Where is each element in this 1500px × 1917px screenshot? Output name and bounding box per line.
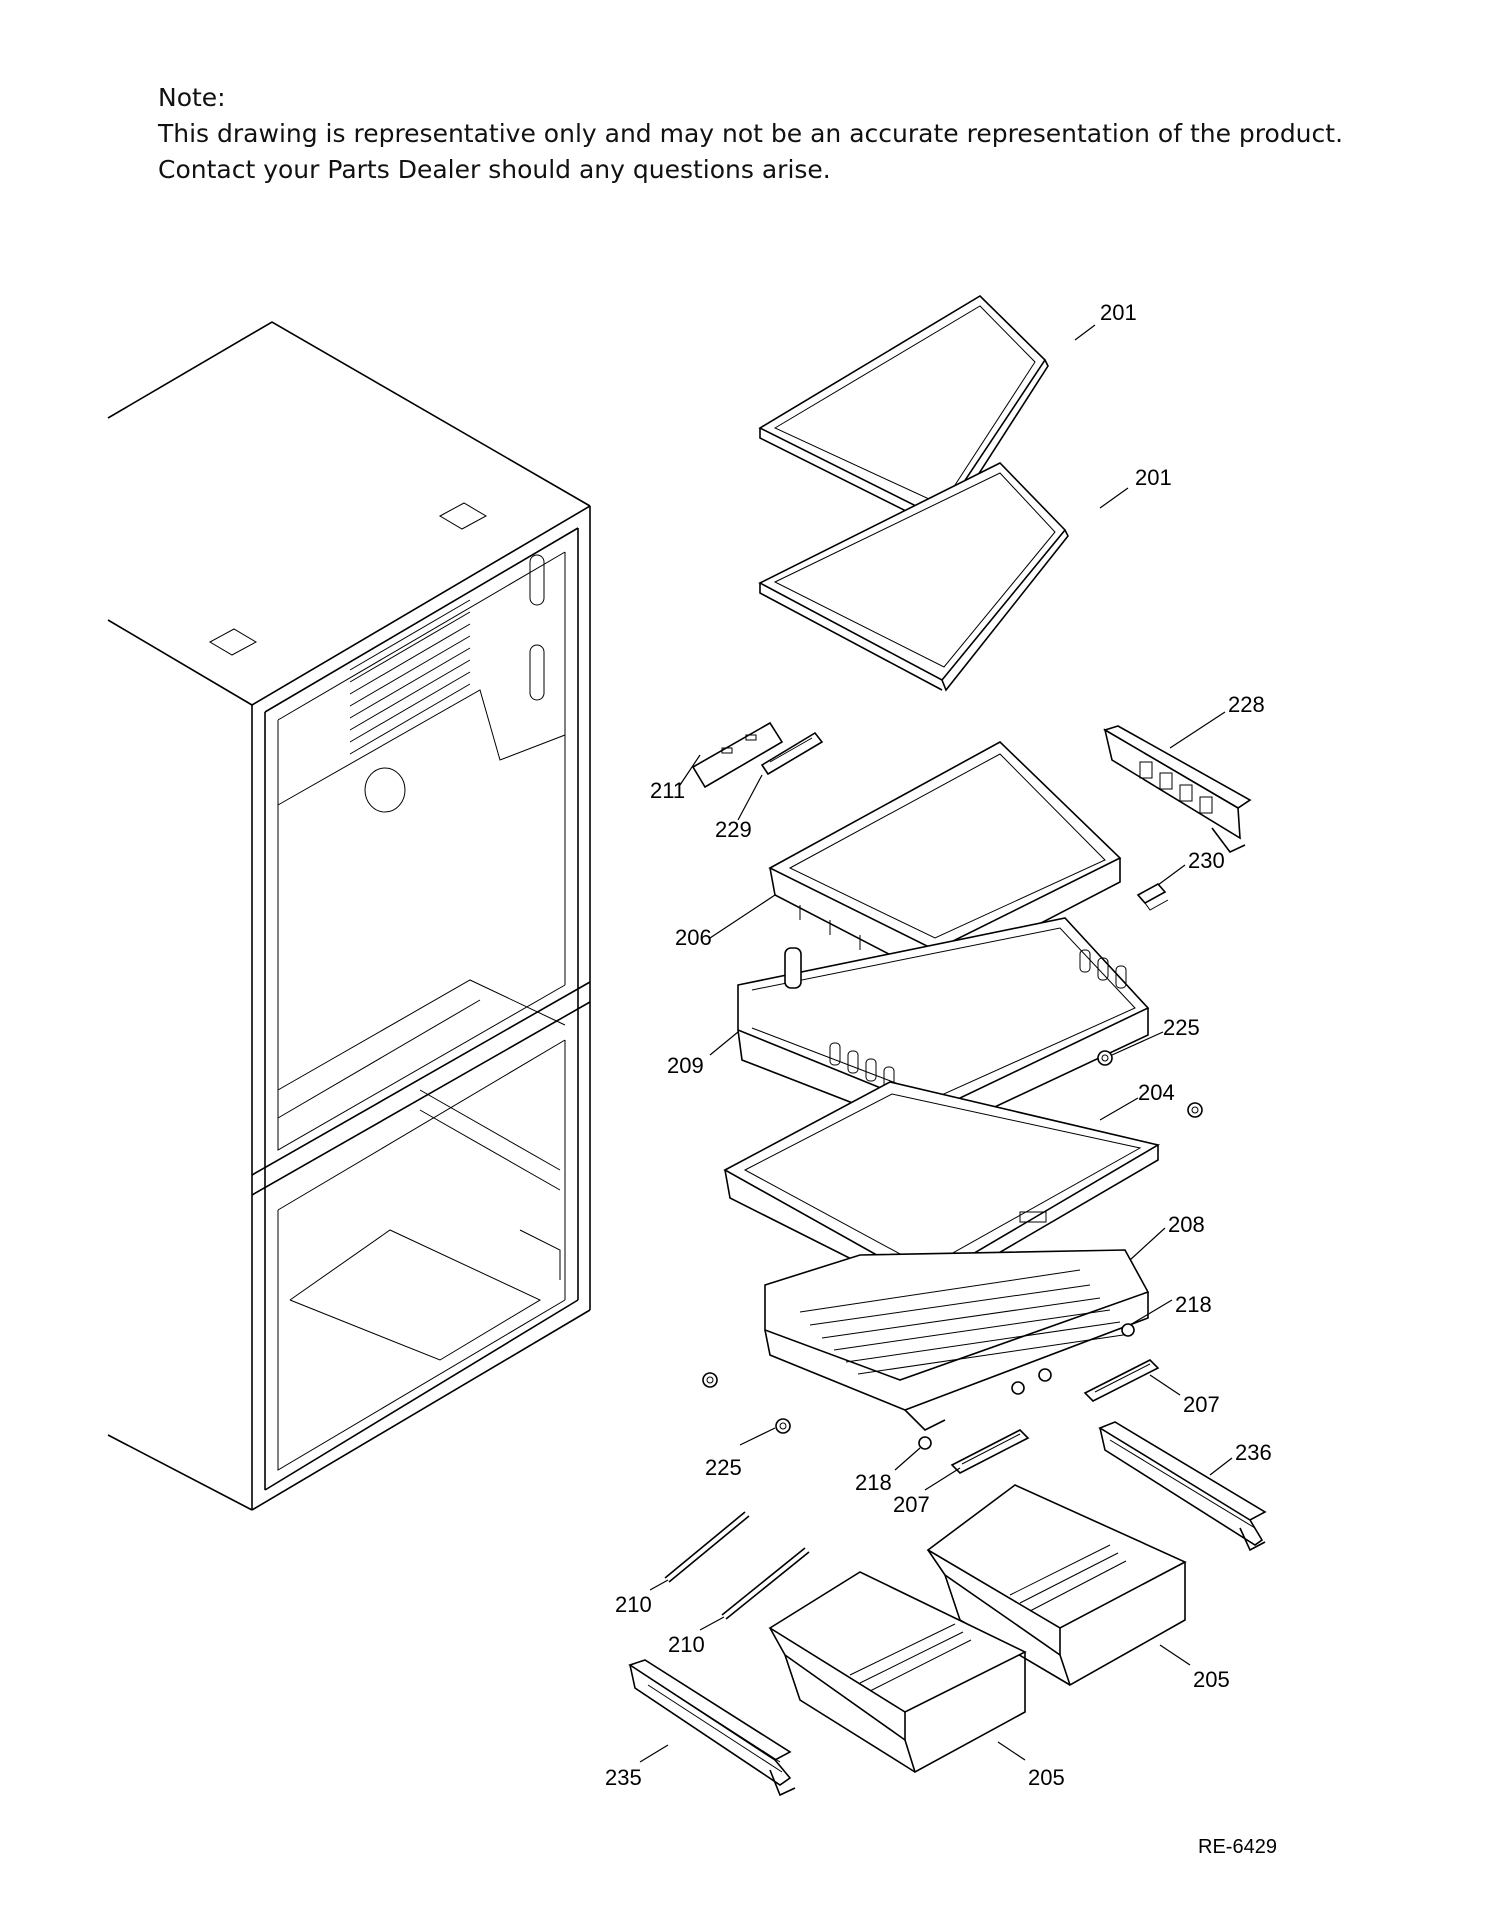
- callout-201-upper: 201: [1100, 300, 1137, 325]
- bracket-211: [691, 721, 784, 789]
- clip-230: [1136, 882, 1169, 911]
- glass-shelf-upper: [758, 294, 1049, 530]
- bin-205-left: [768, 1571, 1027, 1774]
- callout-235: 235: [605, 1765, 642, 1790]
- note-heading: Note:: [158, 83, 226, 112]
- callout-207-right: 207: [1183, 1392, 1220, 1417]
- crisper-pan-209: [737, 917, 1150, 1137]
- leader-lines: [639, 324, 1233, 1763]
- callout-225-lower: 225: [705, 1455, 742, 1480]
- refrigerator-cabinet: [107, 321, 591, 1511]
- callout-230: 230: [1188, 848, 1225, 873]
- callout-210-upper: 210: [615, 1592, 652, 1617]
- rail-207-right: [1083, 1359, 1160, 1402]
- callout-207-left: 207: [893, 1492, 930, 1517]
- crisper-cover-206: [768, 741, 1122, 980]
- callout-204: 204: [1138, 1080, 1175, 1105]
- rod-210-lower: [721, 1547, 810, 1620]
- callout-225-upper: 225: [1163, 1015, 1200, 1040]
- disclaimer-note: Note: This drawing is representative onl…: [158, 80, 1358, 188]
- cover-204: [723, 1081, 1161, 1298]
- callout-205-right: 205: [1193, 1667, 1230, 1692]
- roller-225-lower: [702, 1372, 791, 1434]
- roller-225-upper: [1097, 1050, 1203, 1118]
- callout-201-lower: 201: [1135, 465, 1172, 490]
- callout-218-left: 218: [855, 1470, 892, 1495]
- callout-236: 236: [1235, 1440, 1272, 1465]
- callout-228: 228: [1228, 692, 1265, 717]
- callout-206: 206: [675, 925, 712, 950]
- callout-209: 209: [667, 1053, 704, 1078]
- bin-205-right: [926, 1484, 1187, 1687]
- screw-218: [918, 1323, 1135, 1450]
- rail-207-left: [950, 1429, 1030, 1474]
- callout-210-lower: 210: [668, 1632, 705, 1657]
- callout-218-right: 218: [1175, 1292, 1212, 1317]
- callout-229: 229: [715, 817, 752, 842]
- slide-235: [628, 1659, 796, 1797]
- document-id: RE-6429: [1198, 1836, 1277, 1858]
- callout-205-left: 205: [1028, 1765, 1065, 1790]
- note-line-1: This drawing is representative only and …: [158, 119, 1344, 148]
- glass-shelf-lower: [758, 462, 1069, 692]
- divider-228: [1103, 725, 1252, 853]
- freezer-basket-208: [764, 1249, 1150, 1431]
- note-line-2: Contact your Parts Dealer should any que…: [158, 155, 831, 184]
- rod-210-upper: [664, 1511, 750, 1583]
- callout-208: 208: [1168, 1212, 1205, 1237]
- part-callouts: 201 201 228 211 229 230 206 225 209 204 …: [605, 300, 1272, 1790]
- bracket-229: [760, 731, 824, 776]
- callout-211: 211: [650, 778, 685, 803]
- slide-236: [1098, 1421, 1267, 1552]
